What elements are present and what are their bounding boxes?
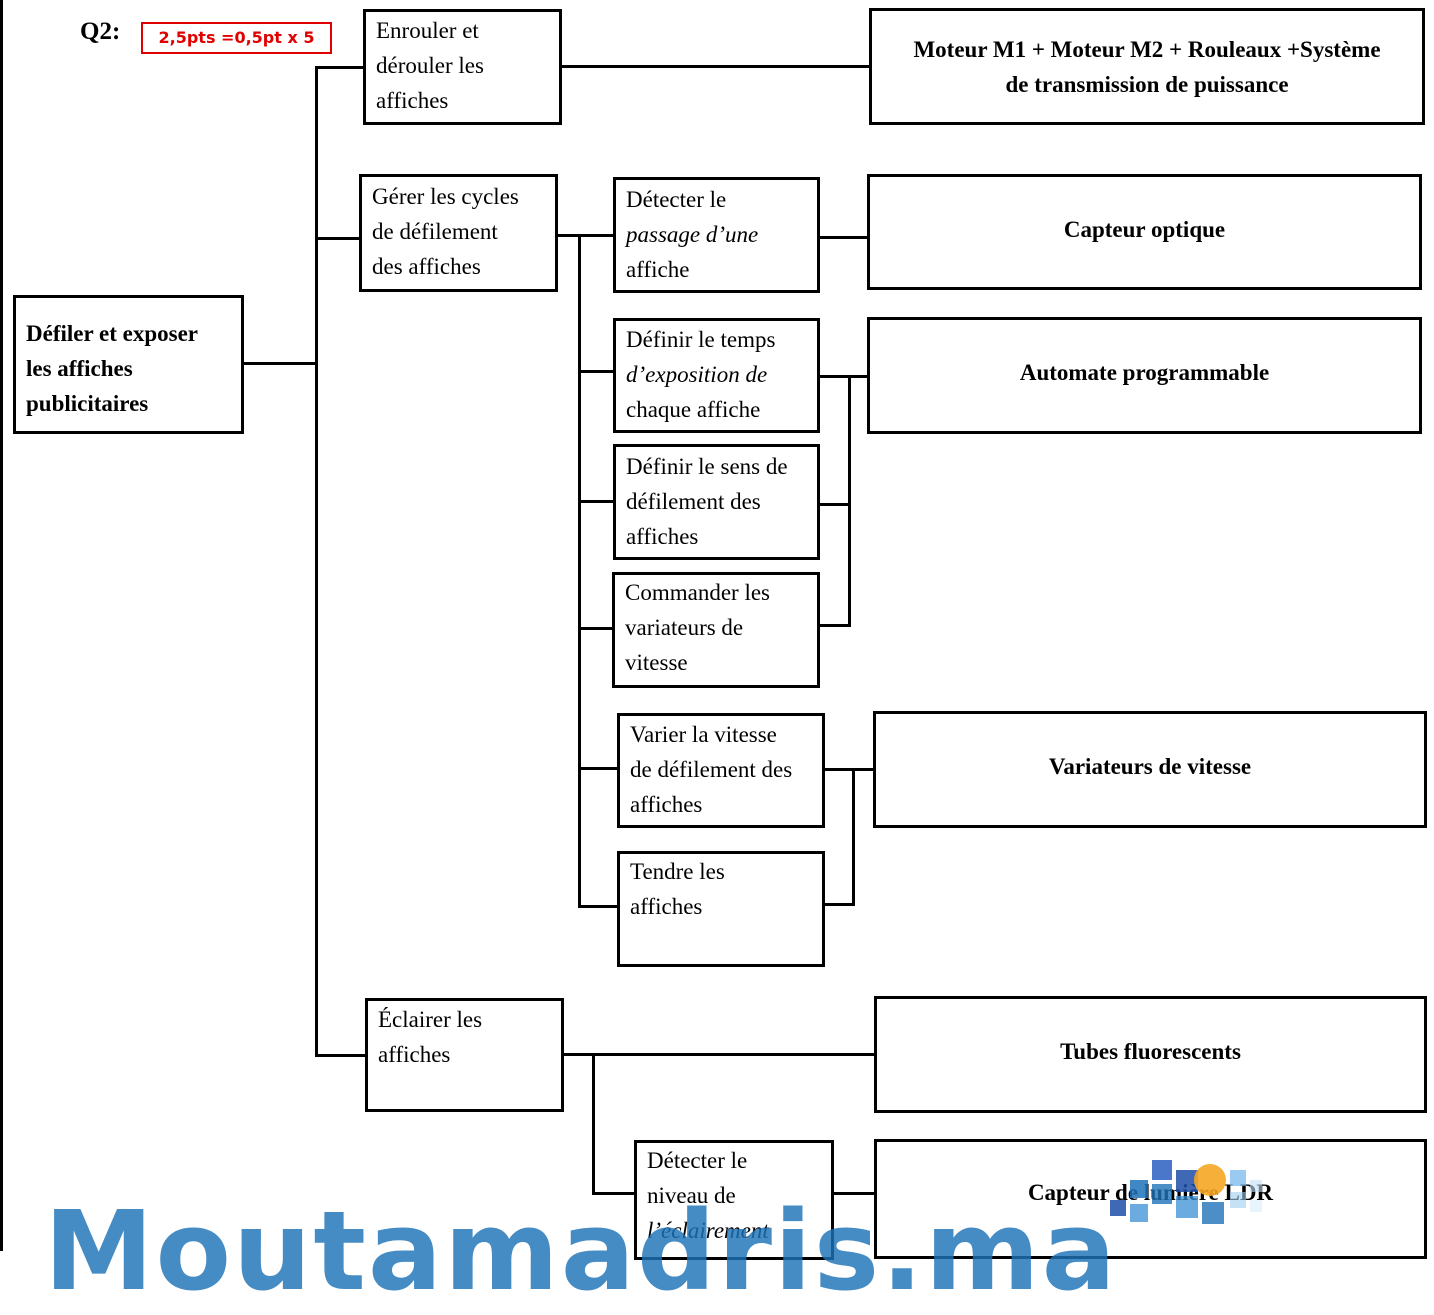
subfunction-line: Définir le sens de [626, 454, 788, 479]
watermark-logo [1110, 1160, 1262, 1224]
connector [578, 234, 581, 908]
connector [560, 65, 872, 68]
solution-text: Variateurs de vitesse [1048, 754, 1252, 779]
function-line: de défilement [372, 219, 498, 244]
function-box-eclairer: Éclairer les affiches [365, 998, 564, 1112]
subfunction-line: Commander les [625, 580, 770, 605]
connector [315, 1054, 367, 1057]
solution-text: de transmission de puissance [1005, 71, 1289, 97]
subfunction-line: Détecter le [626, 187, 727, 212]
subfunction-line: passage d’une [626, 222, 759, 247]
subfunction-box-detecter-passage: Détecter le passage d’une affiche [613, 177, 820, 293]
connector [315, 66, 318, 1057]
connector [818, 375, 870, 378]
subfunction-line: Définir le temps [626, 327, 776, 352]
main-function-line: publicitaires [26, 391, 149, 416]
connector [578, 370, 614, 373]
connector [315, 237, 361, 240]
subfunction-line: affiches [630, 894, 703, 919]
main-function-line: les affiches [26, 356, 133, 381]
function-line: affiches [376, 88, 449, 113]
question-label: Q2: [80, 18, 121, 45]
solution-text: Tubes fluorescents [1060, 1039, 1241, 1064]
subfunction-line: d’exposition de [626, 362, 768, 387]
solution-box-ldr: Capteur de lumière LDR [874, 1139, 1427, 1259]
function-box-enrouler: Enrouler et dérouler les affiches [363, 9, 562, 125]
main-function-box: Défiler et exposer les affiches publicit… [13, 295, 244, 434]
subfunction-box-detecter-eclairement: Détecter le niveau de l’éclairement [634, 1140, 834, 1260]
subfunction-line: niveau de [647, 1183, 736, 1208]
connector [823, 903, 855, 906]
connector [578, 500, 614, 503]
subfunction-line: chaque affiche [626, 397, 761, 422]
connector [852, 768, 855, 906]
function-line: Enrouler et [376, 18, 479, 43]
connector [556, 234, 580, 237]
subfunction-line: affiche [626, 257, 690, 282]
connector [578, 767, 620, 770]
connector [578, 627, 614, 630]
subfunction-line: de défilement des [630, 757, 793, 782]
function-box-gerer: Gérer les cycles de défilement des affic… [359, 174, 558, 292]
subfunction-line: vitesse [625, 650, 688, 675]
main-function-line: Défiler et exposer [26, 321, 198, 346]
solution-text: Capteur optique [1063, 216, 1226, 242]
function-line: des affiches [372, 254, 481, 279]
solution-box-automate: Automate programmable [867, 317, 1422, 434]
connector [832, 1192, 876, 1195]
solution-text: Automate programmable [1019, 360, 1270, 385]
connector [578, 905, 620, 908]
solution-box-tubes: Tubes fluorescents [874, 996, 1427, 1113]
subfunction-line: Tendre les [630, 859, 725, 884]
connector [592, 1053, 595, 1195]
solution-box-capteur-optique: Capteur optique [867, 174, 1422, 290]
subfunction-line: Varier la vitesse [630, 722, 777, 747]
connector [315, 66, 363, 69]
connector [818, 624, 851, 627]
connector [578, 234, 614, 237]
connector [592, 1192, 634, 1195]
connector [243, 362, 318, 365]
subfunction-box-tendre: Tendre les affiches [617, 851, 825, 967]
subfunction-line: affiches [630, 792, 703, 817]
function-line: dérouler les [376, 53, 484, 78]
subfunction-line: affiches [626, 524, 699, 549]
function-line: affiches [378, 1042, 451, 1067]
connector [818, 503, 851, 506]
solution-box-moteurs: Moteur M1 + Moteur M2 + Rouleaux +Systèm… [869, 8, 1425, 125]
solution-box-variateurs: Variateurs de vitesse [873, 711, 1427, 828]
solution-text: Moteur M1 + Moteur M2 + Rouleaux +Systèm… [913, 36, 1381, 62]
watermark-text: Moutamadris.ma [44, 1187, 1118, 1315]
subfunction-box-temps-exposition: Définir le temps d’exposition de chaque … [613, 318, 820, 433]
function-line: Gérer les cycles [372, 184, 519, 209]
connector [848, 375, 851, 627]
page-left-border [0, 0, 3, 1251]
subfunction-box-sens-defilement: Définir le sens de défilement des affich… [613, 444, 820, 560]
subfunction-line: l’éclairement [647, 1218, 769, 1243]
connector [563, 1053, 876, 1056]
subfunction-box-varier-vitesse: Varier la vitesse de défilement des affi… [617, 713, 825, 828]
function-line: Éclairer les [378, 1007, 483, 1032]
subfunction-line: variateurs de [625, 615, 744, 640]
connector [818, 236, 870, 239]
subfunction-line: Détecter le [647, 1148, 748, 1173]
subfunction-box-commander-variateurs: Commander les variateurs de vitesse [612, 572, 820, 688]
subfunction-line: défilement des [626, 489, 761, 514]
connector [823, 768, 876, 771]
points-badge: 2,5pts =0,5pt x 5 [141, 22, 332, 54]
